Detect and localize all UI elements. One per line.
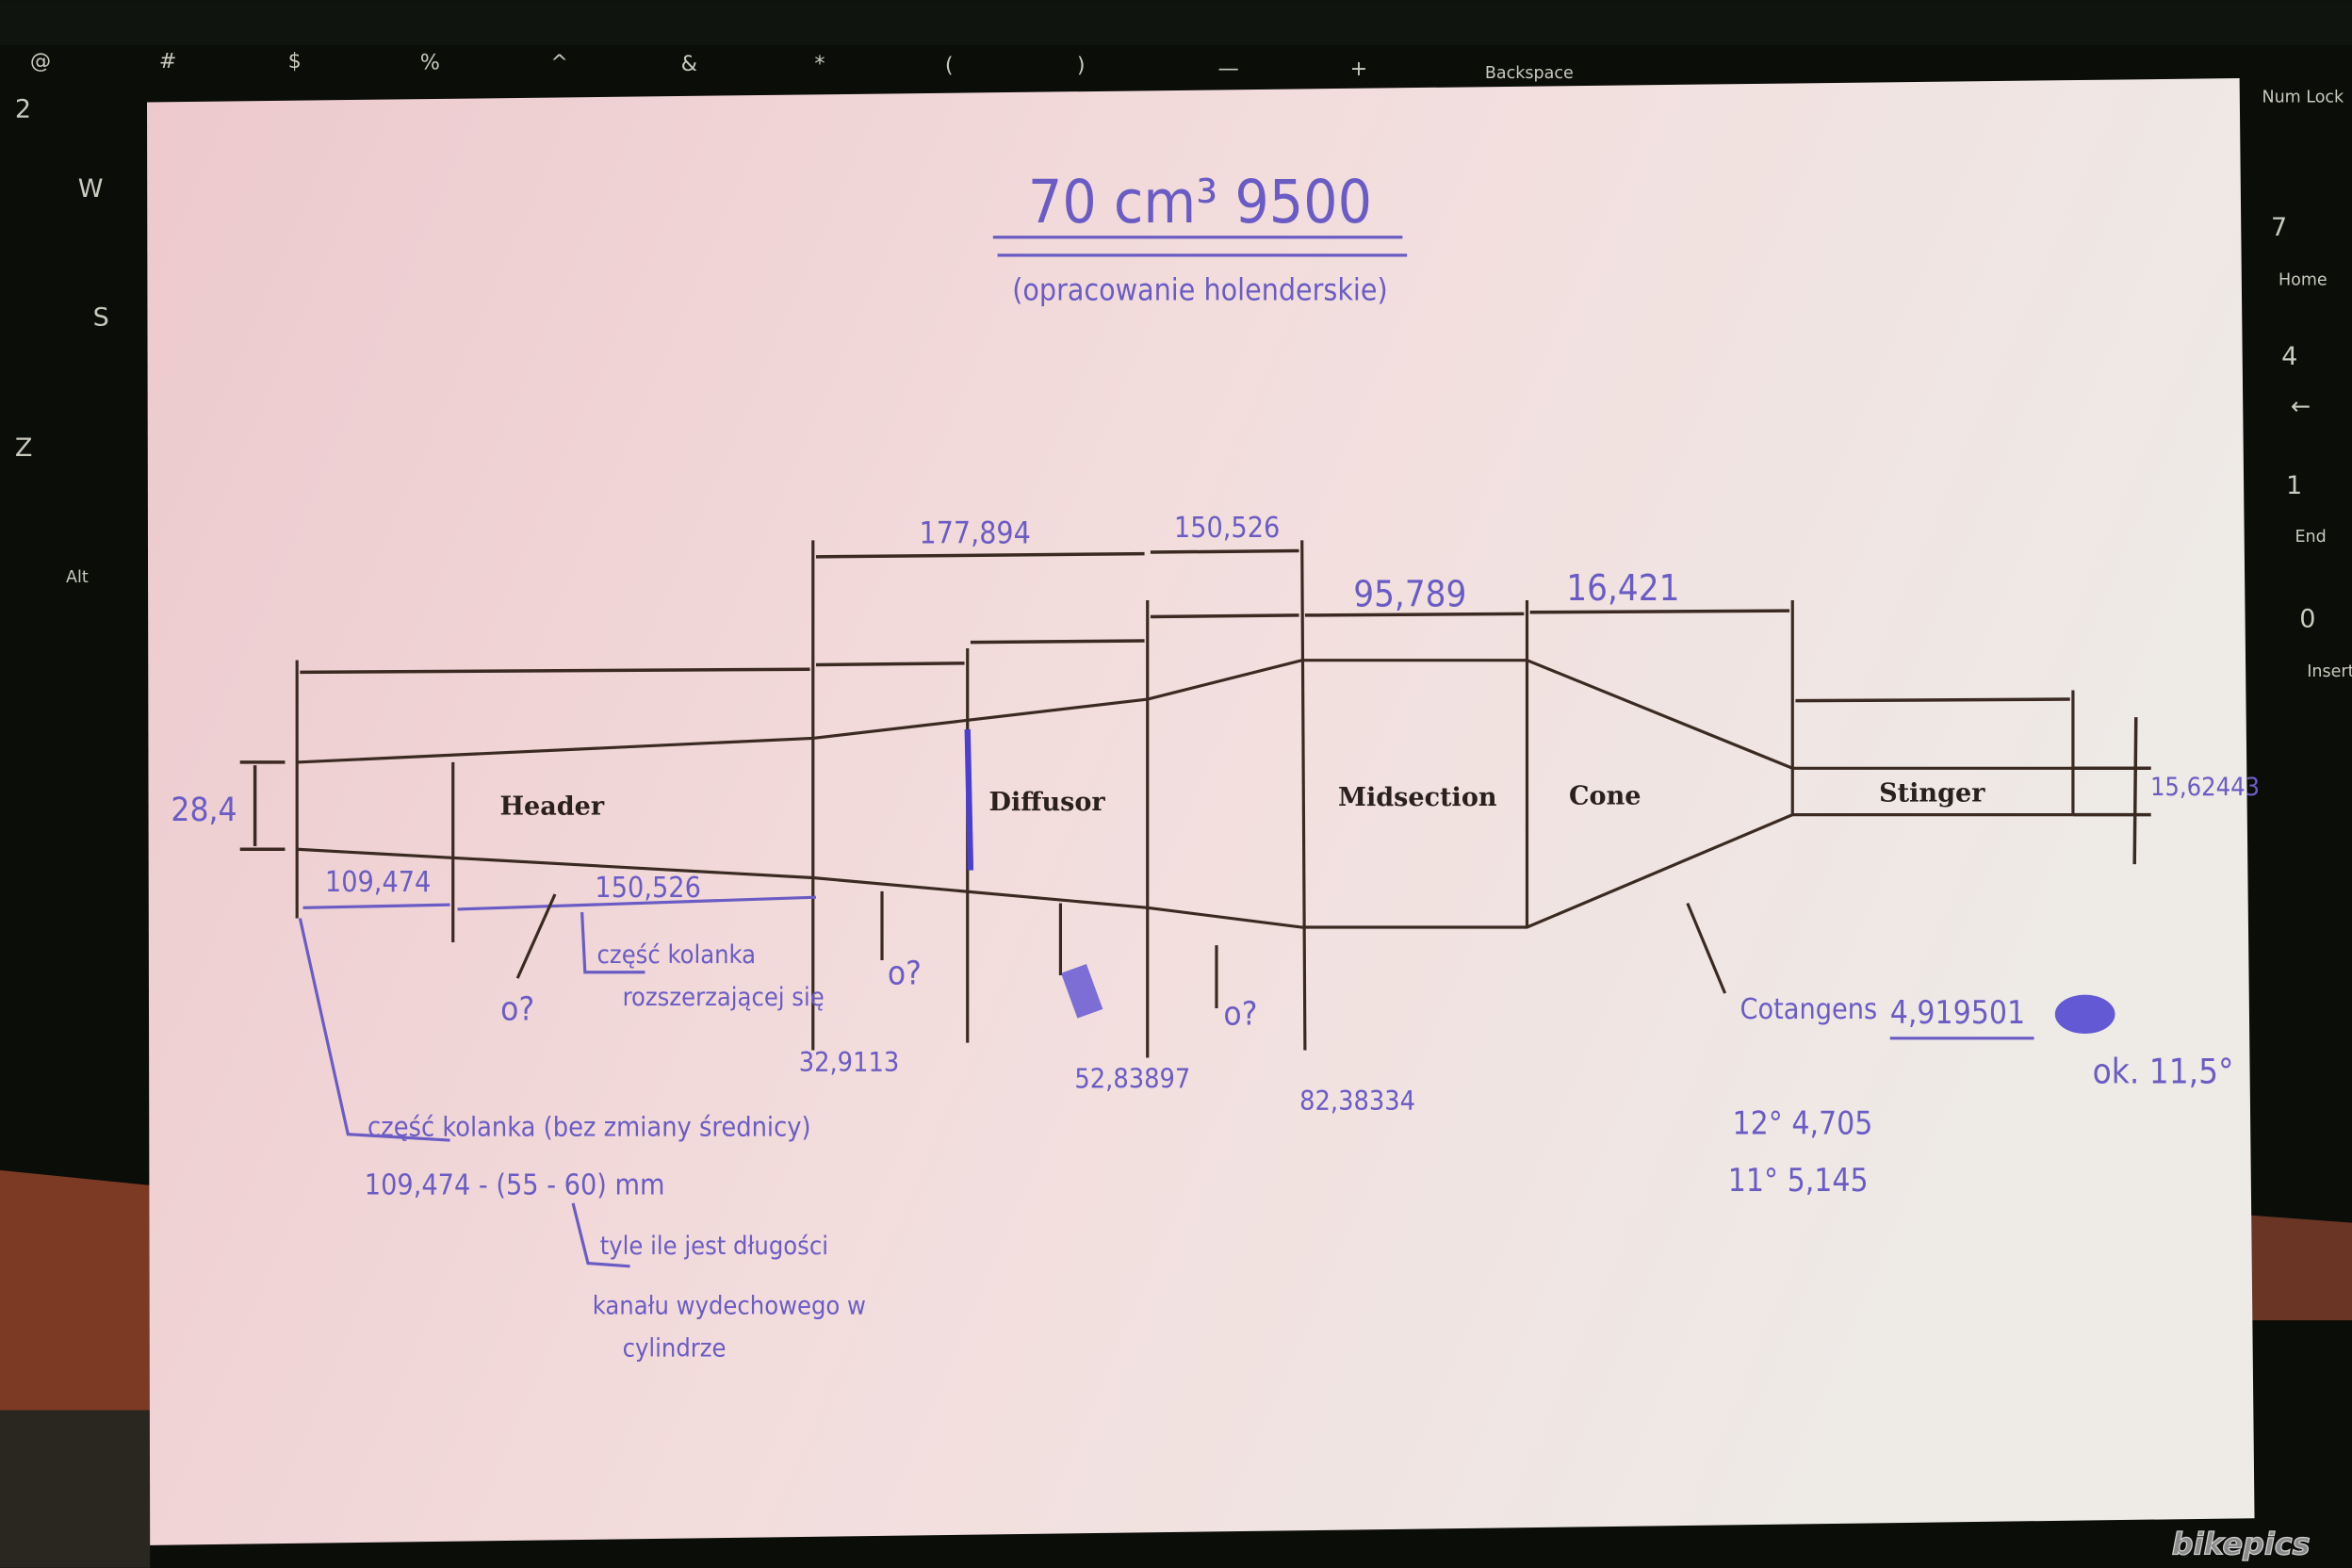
key-hash: # <box>159 49 177 74</box>
key-z: Z <box>15 433 33 463</box>
note-port-length-line2: kanału wydechowego w <box>593 1292 866 1321</box>
dimension-line <box>1304 612 1525 617</box>
question-mark-1: o? <box>500 990 534 1029</box>
drawing-title: 70 cm³ 9500 <box>1028 168 1372 237</box>
key-s: S <box>93 303 109 333</box>
diameter-82-38334: 82,38334 <box>1299 1085 1415 1117</box>
key-dollar: $ <box>288 49 302 74</box>
angle-arrows <box>515 890 1727 1019</box>
dimension-177-894: 177,894 <box>919 515 1030 551</box>
exhaust-pipe-outline <box>295 540 2075 1058</box>
key-ampersand: & <box>681 52 697 76</box>
bikepics-watermark: bikepics <box>2172 1526 2311 1561</box>
paper-sheet <box>147 78 2255 1545</box>
dimension-line <box>1150 613 1299 619</box>
dimension-28-4: 28,4 <box>171 791 237 829</box>
key-paren-close: ) <box>1077 54 1086 78</box>
diameter-32-9113: 32,9113 <box>799 1046 900 1078</box>
cotangens-value: 4,919501 <box>1890 994 2025 1031</box>
key-at: @ <box>30 49 51 74</box>
arrow-icon <box>515 893 557 979</box>
key-insert: Insert <box>2307 662 2352 681</box>
angle-11-deg: 11° 5,145 <box>1728 1162 1869 1199</box>
section-label-stinger: Stinger <box>1879 778 1985 808</box>
dimension-line <box>2132 717 2138 865</box>
arrow-icon <box>1686 902 1727 994</box>
key-0: 0 <box>2299 605 2315 634</box>
dimension-95-789: 95,789 <box>1353 574 1466 615</box>
approx-angle: ok. 11,5° <box>2093 1052 2234 1092</box>
key-num-lock: Num Lock <box>2262 89 2344 107</box>
key-1: 1 <box>2286 471 2302 500</box>
key-4: 4 <box>2281 342 2297 371</box>
keyboard-left-keys: 2 W S Z Alt <box>15 94 109 586</box>
dimension-line <box>1529 609 1790 614</box>
keyboard-top <box>0 0 2352 46</box>
note-leader <box>571 1202 630 1268</box>
dimension-line <box>1795 697 2070 703</box>
dimension-line <box>970 639 1145 645</box>
question-mark-3: o? <box>1223 994 1257 1033</box>
dimension-line <box>815 662 965 667</box>
section-label-cone: Cone <box>1569 781 1641 810</box>
dimension-15-62443: 15,62443 <box>2150 773 2260 802</box>
key-7: 7 <box>2271 213 2287 242</box>
dimension-line <box>300 667 810 675</box>
section-label-diffusor: Diffusor <box>989 788 1106 817</box>
blue-hatch-mark <box>964 728 974 871</box>
key-minus: — <box>1218 57 1239 81</box>
key-alt: Alt <box>66 568 89 587</box>
note-expanding-bend-line1: część kolanka <box>597 940 757 970</box>
key-percent: % <box>420 50 440 74</box>
note-port-length-line1: tyle ile jest długości <box>600 1232 828 1261</box>
desk-left <box>0 1169 151 1411</box>
drawing-subtitle: (opracowanie holenderskie) <box>1012 272 1387 308</box>
note-port-length-line3: cylindrze <box>623 1333 727 1363</box>
key-asterisk: * <box>814 52 825 76</box>
angle-12-deg: 12° 4,705 <box>1733 1105 1873 1142</box>
key-plus: + <box>1350 57 1368 81</box>
blue-dimension-line <box>457 895 817 911</box>
key-2: 2 <box>15 94 31 123</box>
key-left-arrow: ← <box>2291 393 2311 421</box>
dimension-16-421: 16,421 <box>1566 568 1679 610</box>
question-mark-2: o? <box>888 955 922 993</box>
key-end: End <box>2295 528 2327 547</box>
note-leader <box>298 918 450 1142</box>
dimension-lines <box>239 548 2151 865</box>
floor-left <box>0 1410 151 1568</box>
ink-scribble <box>1060 963 1103 1019</box>
keyboard-top-row: @ # $ % ^ & * ( ) — + Backspace <box>30 49 1574 83</box>
key-paren-open: ( <box>945 54 954 78</box>
desk-right <box>2249 1215 2352 1321</box>
dimension-line <box>1150 548 1299 554</box>
key-home: Home <box>2278 271 2328 290</box>
ink-scribble <box>2054 994 2115 1035</box>
note-straight-bend: część kolanka (bez zmiany średnicy) <box>368 1110 811 1142</box>
cotangens-label: Cotangens <box>1740 993 1878 1026</box>
dimension-150-526-top: 150,526 <box>1174 512 1280 545</box>
dimension-line <box>815 551 1145 559</box>
diameter-52-83897: 52,83897 <box>1074 1062 1190 1094</box>
section-line <box>1300 540 1307 1051</box>
dimension-109-474: 109,474 <box>325 866 431 899</box>
key-w: W <box>78 174 104 204</box>
key-caret: ^ <box>550 50 568 74</box>
note-leader <box>580 912 645 974</box>
section-label-midsection: Midsection <box>1338 783 1497 812</box>
note-expanding-bend-line2: rozszerzającej się <box>623 983 825 1012</box>
section-label-header: Header <box>499 792 604 822</box>
note-formula: 109,474 - (55 - 60) mm <box>365 1168 665 1201</box>
keyboard-numpad: Num Lock 7 Home 4 ← 1 End 0 Insert <box>2262 89 2352 682</box>
dimension-150-526-bottom: 150,526 <box>595 872 700 905</box>
blue-dimension-line <box>302 903 450 909</box>
key-backspace: Backspace <box>1485 64 1574 83</box>
